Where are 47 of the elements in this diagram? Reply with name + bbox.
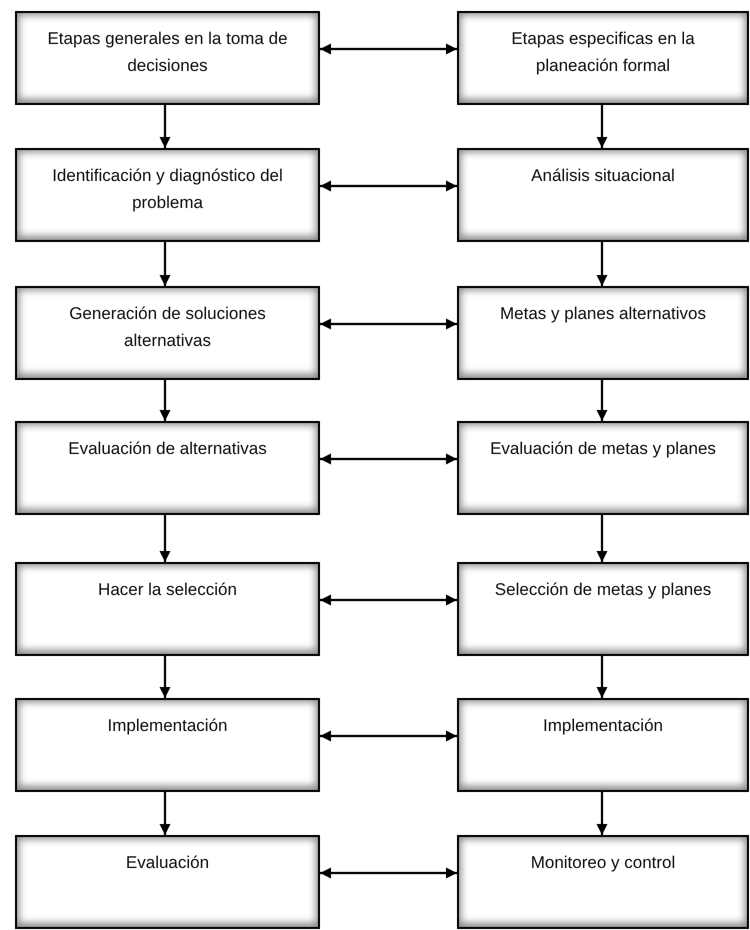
arrow [596, 380, 608, 421]
process-box [15, 421, 320, 515]
process-box [457, 562, 749, 656]
arrow [160, 515, 170, 562]
arrow [320, 180, 457, 192]
box-label: Metas y planes alternativos [499, 303, 707, 325]
arrow [596, 792, 608, 835]
arrow [320, 730, 457, 742]
box-label: Monitoreo y control [530, 852, 676, 874]
arrow [320, 454, 457, 464]
arrow [596, 515, 608, 562]
arrow [160, 105, 170, 148]
process-box [15, 698, 320, 792]
arrow [596, 242, 608, 286]
arrow [320, 318, 457, 330]
arrow [320, 44, 457, 54]
arrow [160, 792, 170, 835]
process-box [457, 148, 749, 242]
arrow [596, 105, 608, 148]
box-label: Etapas especificas en la planeación formal [510, 28, 696, 78]
process-box [15, 286, 320, 380]
box-label: Análisis situacional [530, 165, 676, 187]
box-label: Evaluación de metas y planes [489, 438, 717, 460]
box-label: Hacer la selección [97, 579, 238, 601]
process-box [15, 835, 320, 929]
arrow [320, 594, 457, 606]
process-box [457, 698, 749, 792]
process-box [457, 286, 749, 380]
box-label: Implementación [542, 715, 664, 737]
arrow [160, 656, 170, 698]
box-label: Evaluación [124, 852, 210, 874]
process-box [15, 11, 320, 105]
arrow [596, 656, 608, 698]
arrow [160, 242, 170, 286]
process-box [457, 11, 749, 105]
process-box [457, 421, 749, 515]
arrow [160, 380, 170, 421]
box-label: Implementación [106, 715, 228, 737]
arrow [320, 868, 457, 878]
process-box [15, 148, 320, 242]
process-box [457, 835, 749, 929]
box-label: Evaluación de alternativas [67, 438, 268, 460]
process-box [15, 562, 320, 656]
box-label: Generación de soluciones alternativas [68, 303, 267, 352]
box-label: Selección de metas y planes [494, 579, 712, 601]
box-label: Identificación y diagnóstico del problema [51, 165, 284, 214]
box-label: Etapas generales en la toma de decisiones [46, 28, 289, 78]
